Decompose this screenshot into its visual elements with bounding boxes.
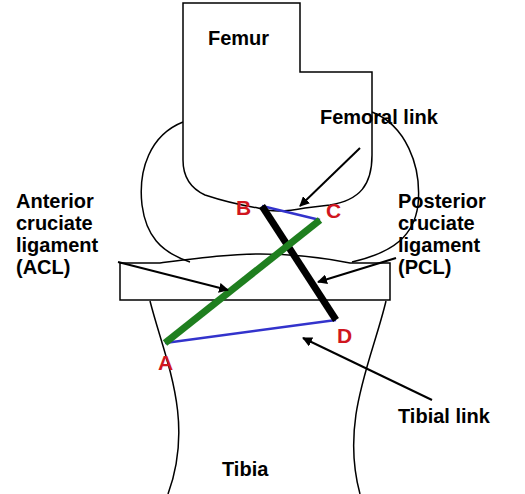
leader-arrow <box>118 262 228 290</box>
point-letter: A <box>158 352 173 374</box>
tibial-plateau <box>120 254 390 300</box>
ligament-name: Posterior cruciate ligament (PCL) <box>398 190 513 278</box>
pcl-line <box>262 206 336 320</box>
point-letter: D <box>337 325 352 347</box>
bone-name: Femur <box>208 27 269 49</box>
bone-name: Tibia <box>222 458 268 480</box>
acl-line <box>165 220 320 343</box>
tibia-outline <box>150 301 179 494</box>
ligament-name: Anterior cruciate ligament (ACL) <box>16 190 128 278</box>
link-name: Tibial link <box>398 405 490 427</box>
leader-arrow <box>318 258 396 282</box>
tibia-outline <box>354 301 386 494</box>
leader-arrow <box>303 338 432 400</box>
point-letter: C <box>326 200 341 222</box>
link-name: Femoral link <box>320 106 438 128</box>
point-letter: B <box>236 197 251 219</box>
leader-arrow <box>300 148 360 206</box>
